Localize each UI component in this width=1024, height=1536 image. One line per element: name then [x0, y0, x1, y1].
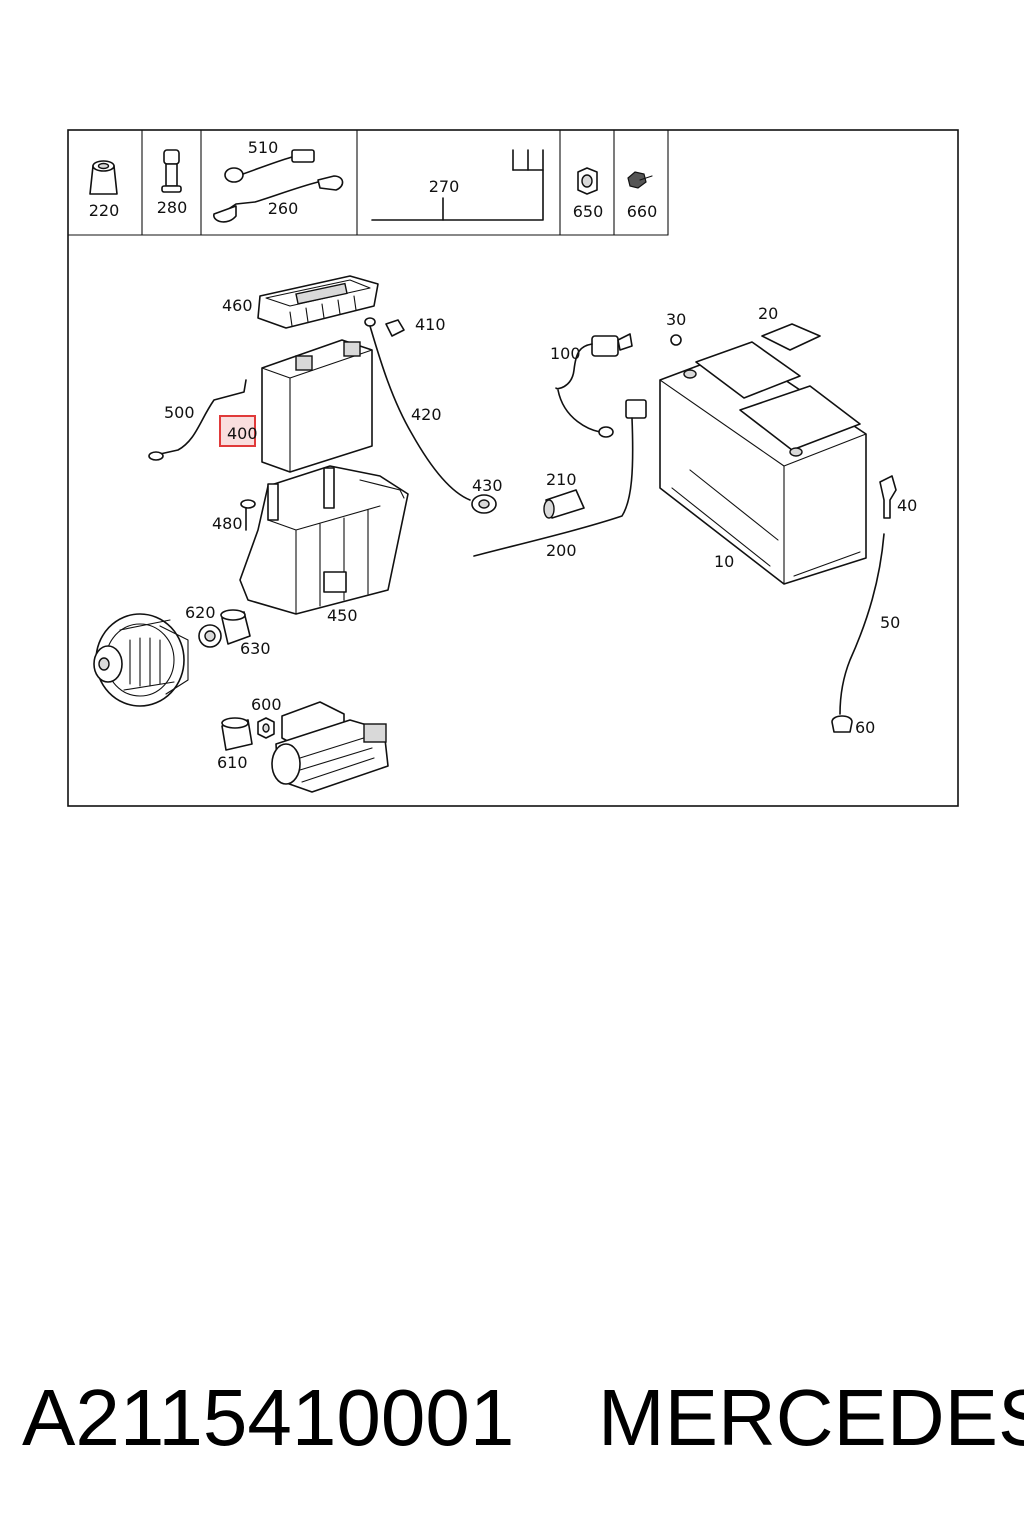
callout-20: 20: [758, 304, 778, 323]
header-label-660: 660: [627, 202, 658, 221]
part-starter[interactable]: [271, 701, 389, 793]
header-cell-270[interactable]: 270: [371, 149, 544, 221]
part-50-hose[interactable]: 50: [839, 533, 900, 715]
header-cell-650[interactable]: 650: [573, 167, 604, 221]
callout-10: 10: [714, 552, 734, 571]
callout-200: 200: [546, 541, 577, 560]
header-label-270: 270: [429, 177, 460, 196]
part-500-ground-strap[interactable]: 500: [148, 379, 247, 461]
part-600-nut[interactable]: 600: [251, 695, 282, 739]
header-label-510: 510: [248, 138, 279, 157]
part-430-grommet[interactable]: 430: [471, 476, 503, 514]
callout-50: 50: [880, 613, 900, 632]
callout-410: 410: [415, 315, 446, 334]
header-label-220: 220: [89, 201, 120, 220]
callout-430: 430: [472, 476, 503, 495]
header-cell-510-260[interactable]: 510 260: [213, 138, 344, 223]
part-210-sleeve[interactable]: 210: [543, 470, 585, 519]
callout-100: 100: [550, 344, 581, 363]
callout-610: 610: [217, 753, 248, 772]
callout-450: 450: [327, 606, 358, 625]
part-620-bushing[interactable]: 620: [185, 603, 222, 648]
header-label-650: 650: [573, 202, 604, 221]
header-strip: [67, 129, 669, 236]
callout-630: 630: [240, 639, 271, 658]
header-label-260: 260: [268, 199, 299, 218]
part-200-cable[interactable]: 200: [473, 399, 647, 560]
callout-60: 60: [855, 718, 875, 737]
callout-40: 40: [897, 496, 917, 515]
callout-400-highlight: [219, 415, 256, 447]
callout-210: 210: [546, 470, 577, 489]
diagram-frame: [67, 129, 959, 807]
part-60-grommet[interactable]: 60: [831, 715, 875, 737]
callout-620: 620: [185, 603, 216, 622]
part-460-cover[interactable]: 460: [222, 275, 379, 329]
header-cell-280[interactable]: 280: [157, 149, 188, 217]
callout-30: 30: [666, 310, 686, 329]
callout-500: 500: [164, 403, 195, 422]
part-100-cable[interactable]: 100: [550, 333, 633, 438]
part-alternator[interactable]: [93, 613, 189, 707]
header-label-280: 280: [157, 198, 188, 217]
callout-600: 600: [251, 695, 282, 714]
part-40-elbow[interactable]: 40: [879, 475, 917, 519]
header-cell-660[interactable]: 660: [627, 171, 658, 221]
callout-460: 460: [222, 296, 253, 315]
header-cell-220[interactable]: 220: [89, 160, 120, 220]
callout-400: 400: [227, 424, 258, 443]
part-610-sleeve[interactable]: 610: [217, 717, 253, 772]
part-30-plug[interactable]: 30: [666, 310, 686, 346]
callout-480: 480: [212, 514, 243, 533]
part-number: A2115410001: [22, 1373, 515, 1462]
part-630-sleeve[interactable]: 630: [220, 609, 271, 658]
part-10-battery[interactable]: 10: [659, 341, 867, 585]
part-400-battery[interactable]: 400: [219, 339, 373, 473]
part-410-420-cable[interactable]: 410 420: [364, 315, 471, 501]
part-480-screw[interactable]: 480: [212, 499, 256, 533]
callout-420: 420: [411, 405, 442, 424]
brand-name: MERCEDES: [598, 1373, 1024, 1462]
part-20-plate[interactable]: 20: [758, 304, 821, 351]
part-450-tray[interactable]: 450: [239, 465, 409, 625]
